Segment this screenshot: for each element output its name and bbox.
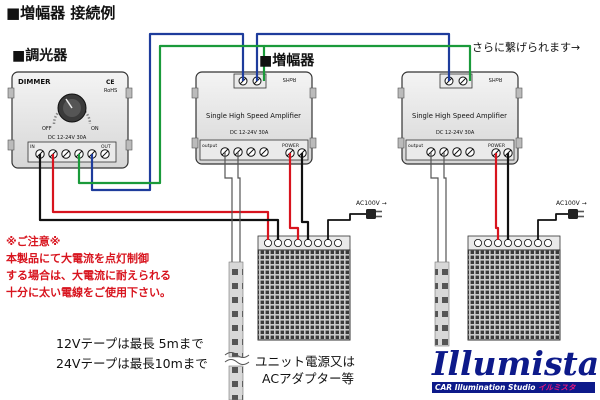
dimmer-out-label: OUT [101,144,111,150]
notice-header: ※ご注意※ [6,235,61,248]
dimmer-terminals [35,149,110,159]
amplifier-1: RoHS Single High Speed Amplifier DC 12-2… [191,71,317,165]
power-supply-1 [257,235,351,341]
wire-black-dimmer [38,154,280,240]
dimmer-section-label: ■調光器 [12,48,68,64]
wire-blue-2 [255,32,451,81]
dimmer-ce-mark: CE [106,79,115,86]
ac-cord-2 [537,213,570,240]
amp1-output-label: output [202,143,217,149]
amp1-spec: DC 12-24V 30A [230,130,269,136]
chain-note: さらに繋げられます→ [472,41,581,54]
tape-limit-12v: 12Vテープは最長 5mまで [56,336,204,351]
wires [38,32,570,240]
wire-black-amp1 [300,153,310,240]
dimmer-on-label: ON [91,126,99,132]
dimmer-unit: DIMMER CE RoHS OFF ON DC 12-24V 30A IN O… [7,71,133,169]
amplifier-2: RoHS Single High Speed Amplifier DC 12-2… [397,71,523,165]
dimmer-spec: DC 12-24V 30A [48,135,87,141]
notice-line-1: 本製品にて大電流を点灯制御 [6,252,149,265]
amp1-power-label: POWER [282,143,300,149]
page-title: ■増幅器 接続例 [6,4,116,22]
dimmer-off-label: OFF [42,126,52,132]
wire-red-dimmer [51,154,270,240]
amp1-terminals [220,147,307,158]
logo-subtitle: CAR Illumination Studio イルミスタ [432,382,595,393]
led-tape-2 [430,152,450,347]
psu-caption-line-2: ACアダプター等 [262,371,355,386]
ac-cord-1 [327,213,368,240]
illumista-logo: Illumista CAR Illumination Studio イルミスタ [420,344,599,396]
ac-plug-2-icon [568,209,584,219]
amp1-name: Single High Speed Amplifier [206,112,301,120]
wire-green-1 [77,44,266,185]
dimmer-name: DIMMER [18,78,51,86]
ac-label-2: AC100V → [556,200,587,207]
amp2-name: Single High Speed Amplifier [412,112,507,120]
notice-line-3: 十分に太い電線をご使用下さい。 [6,286,171,299]
amp2-rohs-mark: RoHS [489,76,502,82]
dimmer-rohs-mark: RoHS [104,88,117,94]
amp2-spec: DC 12-24V 30A [436,130,475,136]
wire-red-amp1 [288,153,300,240]
amp1-rohs-mark: RoHS [283,76,296,82]
amp-section-label: ■増幅器 [259,53,315,69]
led-tape-1 [224,152,250,400]
psu-caption-line-1: ユニット電源又は [255,354,356,369]
notice-line-2: する場合は、大電流に耐えられる [6,269,171,282]
logo-sub-jp: イルミスタ [538,383,576,392]
tape-limit-24v: 24Vテープは最長10mまで [56,356,208,371]
power-supply-2 [467,235,561,341]
ac-label-1: AC100V → [356,200,387,207]
amp2-output-label: output [408,143,423,149]
wire-green-2 [264,44,472,81]
amp2-power-label: POWER [488,143,506,149]
dimmer-in-label: IN [30,144,35,150]
logo-text: Illumista [432,344,600,383]
wire-red-amp2 [494,153,500,240]
ac-plug-1-icon [366,209,382,219]
logo-sub-en: CAR Illumination Studio [435,383,536,392]
